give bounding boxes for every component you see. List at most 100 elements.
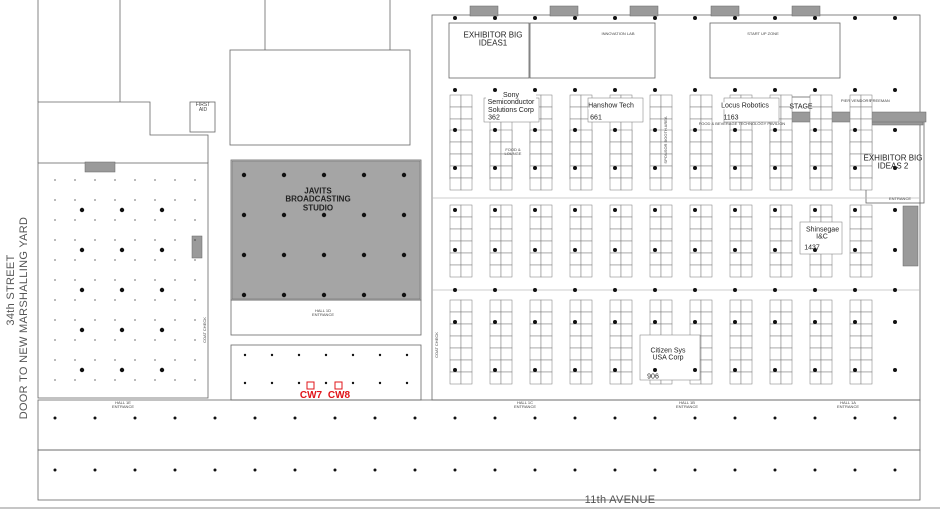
column xyxy=(134,299,136,301)
booth xyxy=(660,94,673,108)
booth xyxy=(609,371,622,385)
booth xyxy=(820,204,833,218)
booth xyxy=(449,141,462,155)
column xyxy=(813,88,817,92)
column xyxy=(54,179,56,181)
exhibitor-name[interactable]: Sony Semiconductor Solutions Corp xyxy=(486,91,536,115)
booth xyxy=(820,141,833,155)
booth xyxy=(529,177,542,191)
booth xyxy=(729,335,742,349)
booth xyxy=(860,141,873,155)
booth xyxy=(580,204,593,218)
column xyxy=(213,416,217,420)
column xyxy=(413,416,417,420)
column xyxy=(194,199,196,201)
booth xyxy=(769,264,782,278)
column xyxy=(893,166,897,170)
column xyxy=(154,219,156,221)
exhibitor-name[interactable]: Locus Robotics xyxy=(721,102,769,110)
booth xyxy=(620,129,633,143)
booth xyxy=(689,153,702,167)
column xyxy=(159,367,165,373)
column xyxy=(733,208,737,212)
booth xyxy=(700,216,713,230)
booth xyxy=(449,264,462,278)
booth xyxy=(740,228,753,242)
hall-1a-entrance-label: HALL 1A ENTRANCE xyxy=(837,399,860,409)
booth xyxy=(529,371,542,385)
column xyxy=(241,292,247,298)
booth xyxy=(460,335,473,349)
exhibitor-booth[interactable] xyxy=(587,97,644,123)
booth xyxy=(769,228,782,242)
column xyxy=(773,208,777,212)
exhibitor-name[interactable]: Hanshow Tech xyxy=(588,102,634,110)
cw7-label: CW7 xyxy=(299,389,323,401)
booth xyxy=(540,94,553,108)
column xyxy=(533,416,537,420)
column xyxy=(174,359,176,361)
column xyxy=(653,248,657,252)
booth xyxy=(649,153,662,167)
booth xyxy=(700,323,713,337)
booth xyxy=(700,371,713,385)
booth xyxy=(460,165,473,179)
booth xyxy=(649,177,662,191)
column xyxy=(893,468,897,472)
booth xyxy=(740,335,753,349)
booth xyxy=(820,347,833,361)
column xyxy=(693,320,697,324)
booth xyxy=(820,106,833,120)
column xyxy=(74,319,76,321)
booth xyxy=(580,129,593,143)
booth xyxy=(620,165,633,179)
column xyxy=(613,320,617,324)
column xyxy=(134,319,136,321)
booth-number: 362 xyxy=(488,114,500,122)
booth xyxy=(620,359,633,373)
column xyxy=(281,292,287,298)
column xyxy=(613,468,617,472)
booth xyxy=(860,240,873,254)
booth xyxy=(489,252,502,266)
booth xyxy=(500,216,513,230)
column xyxy=(613,208,617,212)
booth xyxy=(700,165,713,179)
booth xyxy=(620,240,633,254)
street-label-34th: 34th STREET xyxy=(5,254,18,326)
booth xyxy=(700,335,713,349)
booth xyxy=(849,335,862,349)
column xyxy=(281,212,287,218)
column xyxy=(693,88,697,92)
booth xyxy=(860,204,873,218)
booth xyxy=(849,141,862,155)
booth xyxy=(540,141,553,155)
cw8-label: CW8 xyxy=(327,389,351,401)
column xyxy=(281,252,287,258)
booth xyxy=(540,323,553,337)
column xyxy=(453,416,457,420)
booth xyxy=(700,311,713,325)
exhibitor-name[interactable]: Shinsegae I&C xyxy=(806,226,840,242)
column xyxy=(134,359,136,361)
column xyxy=(813,288,817,292)
booth xyxy=(809,323,822,337)
column xyxy=(533,208,537,212)
column xyxy=(613,16,617,20)
booth xyxy=(609,228,622,242)
booth xyxy=(809,347,822,361)
column xyxy=(321,292,327,298)
booth xyxy=(620,335,633,349)
exhibitor-name[interactable]: Citizen Sys USA Corp xyxy=(645,347,691,363)
column xyxy=(453,368,457,372)
exhibitor-booth[interactable] xyxy=(723,97,780,123)
column xyxy=(413,468,417,472)
column xyxy=(401,212,407,218)
booth xyxy=(809,141,822,155)
booth xyxy=(820,335,833,349)
booth xyxy=(529,252,542,266)
booth xyxy=(740,177,753,191)
booth xyxy=(689,299,702,313)
column xyxy=(94,259,96,261)
column xyxy=(79,207,85,213)
